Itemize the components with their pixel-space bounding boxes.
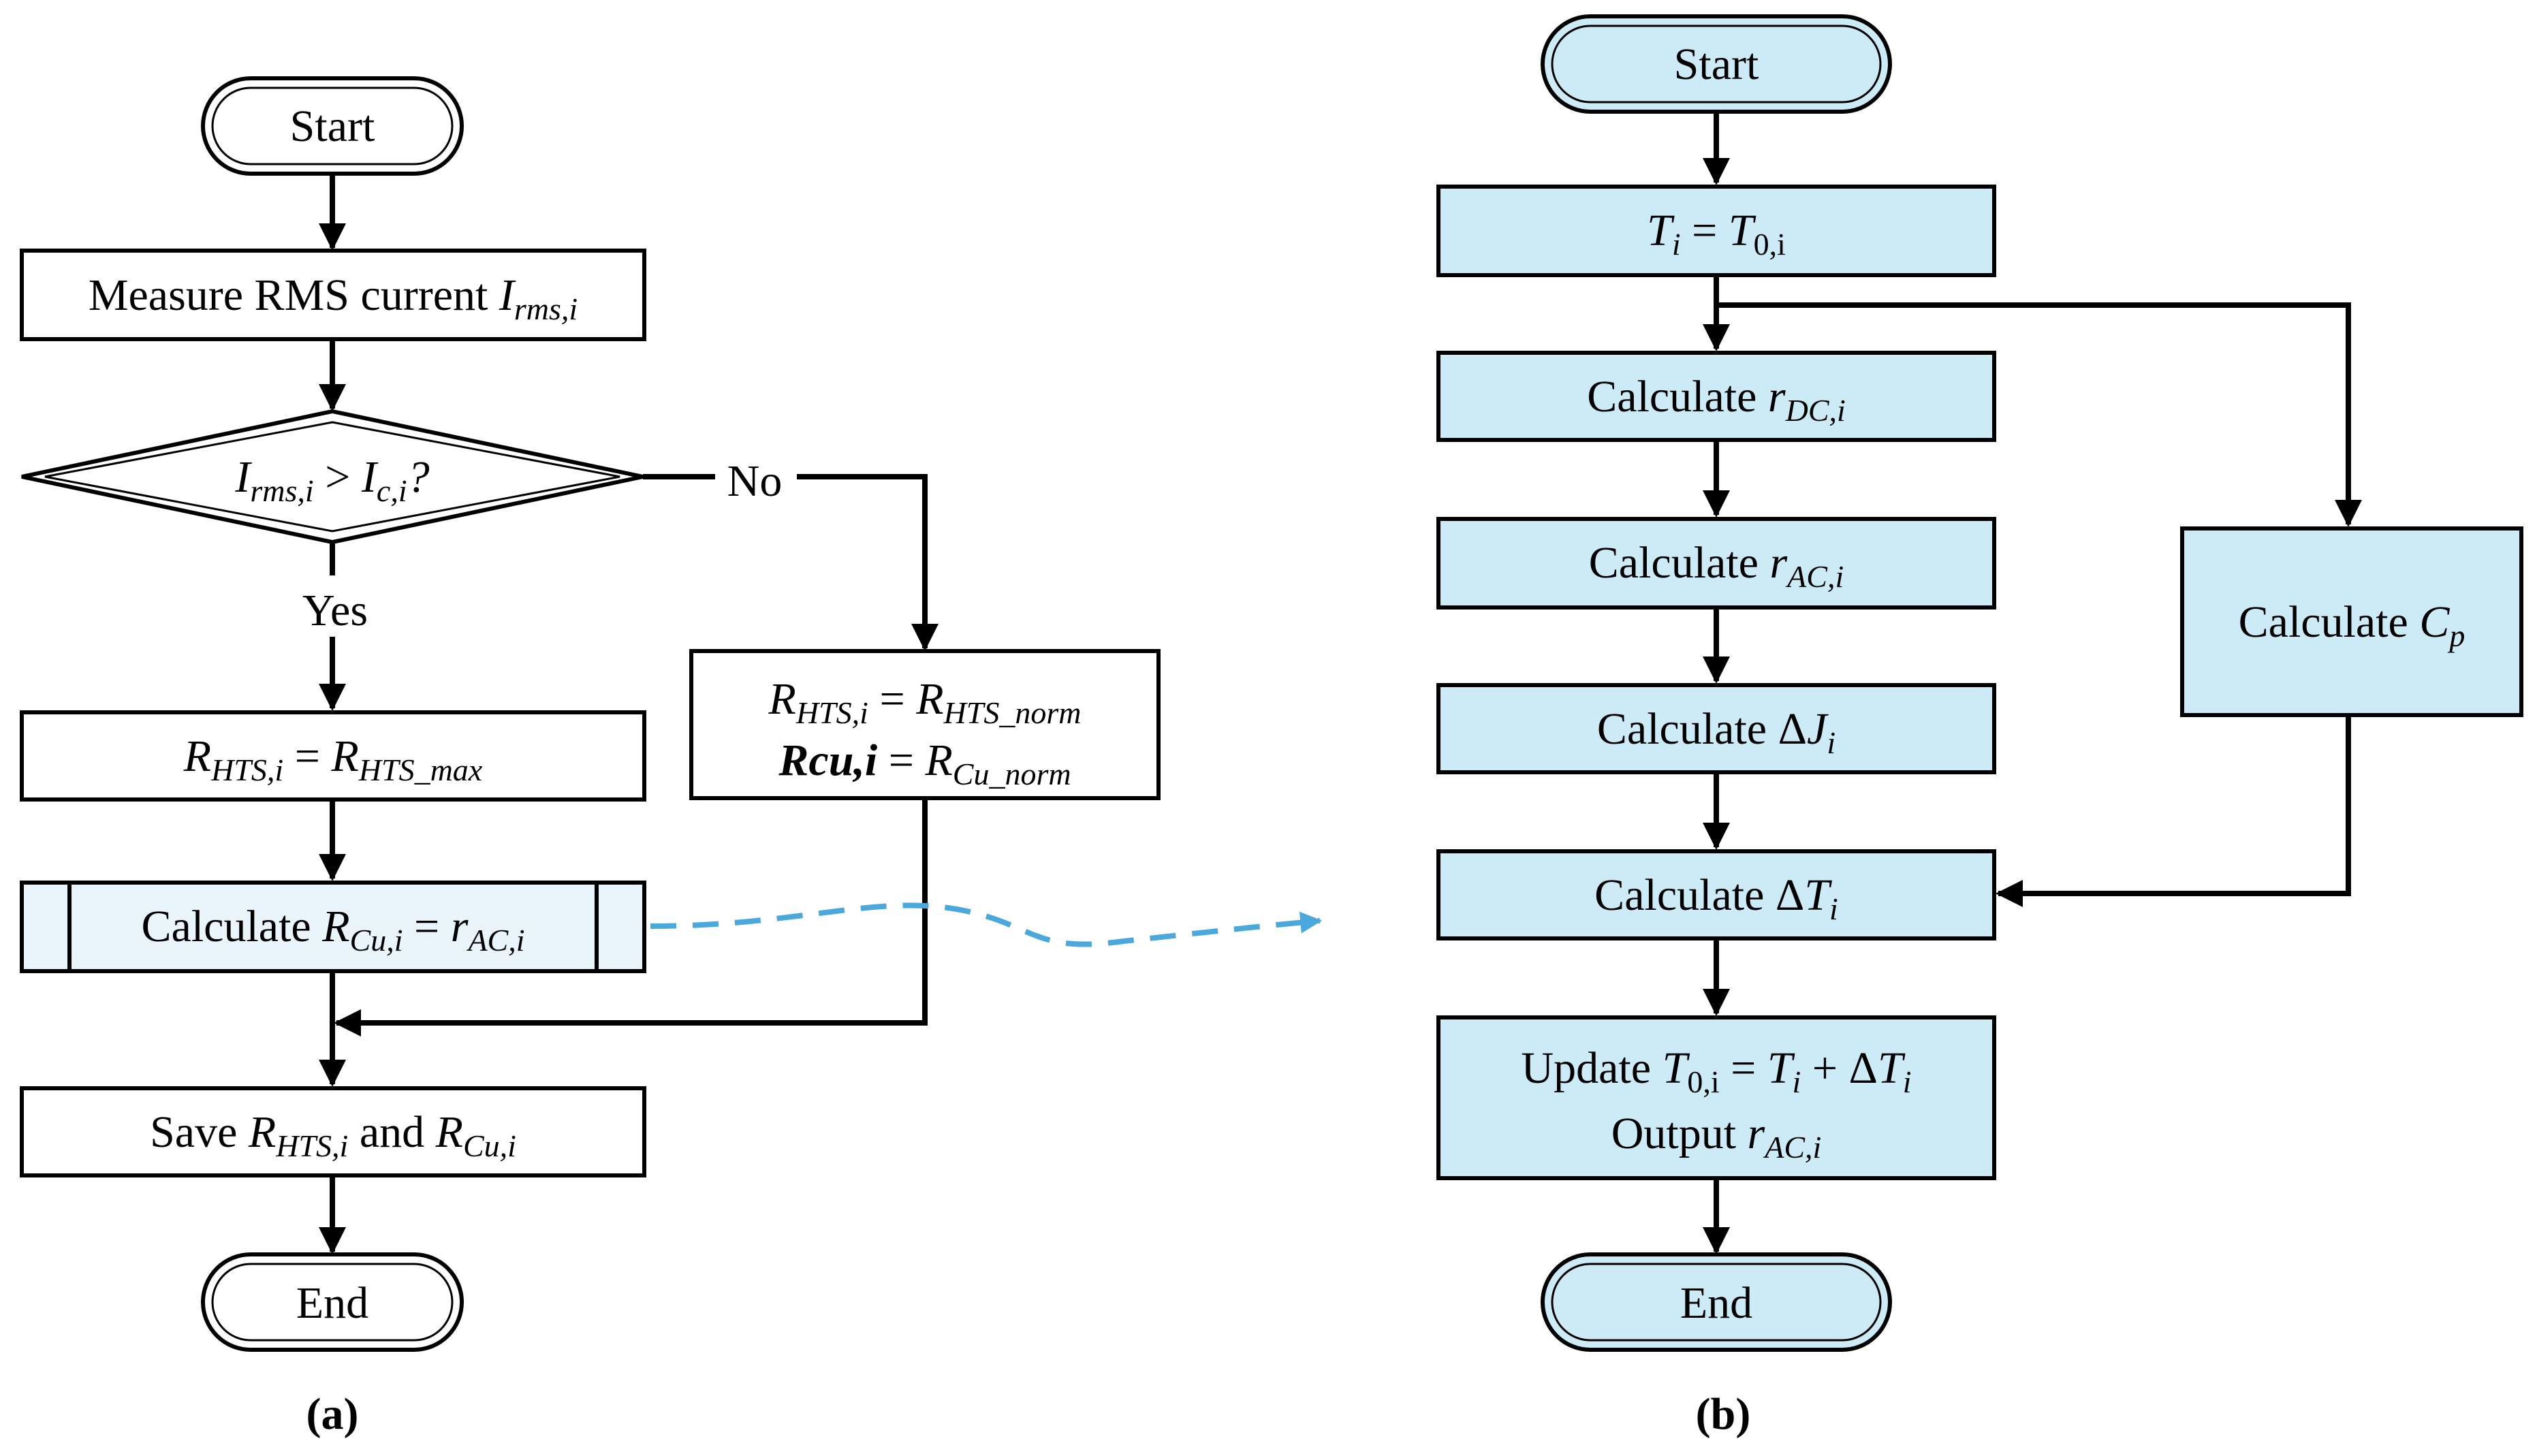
panel-b: Start Ti = T0,i Calculate rDC,i Calculat… (1436, 14, 2523, 1439)
measure-rms-box: Measure RMS current Irms,i (20, 249, 646, 341)
hts-max-label: RHTS,i = RHTS_max (183, 731, 483, 787)
calc-rcu-label: Calculate RCu,i = rAC,i (142, 902, 525, 958)
start-label-b: Start (1674, 39, 1759, 89)
calc-dj-label: Calculate ΔJi (1597, 704, 1835, 760)
end-terminator-a: End (201, 1252, 464, 1352)
caption-b: (b) (1696, 1389, 1751, 1439)
save-box: Save RHTS,i and RCu,i (20, 1086, 646, 1177)
calc-rcu-subroutine-box: Calculate RCu,i = rAC,i (20, 881, 646, 973)
no-label: No (727, 456, 783, 506)
measure-rms-label: Measure RMS current Irms,i (89, 270, 578, 326)
calc-dt-box: Calculate ΔTi (1436, 849, 1996, 940)
hts-norm-box: RHTS,i = RHTS_norm Rcu,i = RCu_norm (689, 649, 1161, 800)
hts-max-box: RHTS,i = RHTS_max (20, 710, 646, 802)
calc-dt-label: Calculate ΔTi (1594, 870, 1838, 926)
calc-rdc-box: Calculate rDC,i (1436, 351, 1996, 442)
hts-norm-label: RHTS,i = RHTS_norm (768, 674, 1082, 730)
yes-label: Yes (302, 586, 368, 635)
start-terminator-b: Start (1541, 14, 1892, 114)
arrow-to-cp (1716, 302, 2362, 527)
cu-norm-label: Rcu,i = RCu_norm (778, 735, 1071, 791)
dashed-link-arrow (650, 902, 1323, 947)
arrow-from-cp (1996, 715, 2351, 907)
update-output-box: Update T0,i = Ti + ΔTi Output rAC,i (1436, 1015, 1996, 1180)
calc-dj-box: Calculate ΔJi (1436, 683, 1996, 774)
panel-a: Start Measure RMS current Irms,i Irms,i … (20, 76, 1161, 1439)
init-box: Ti = T0,i (1436, 185, 1996, 277)
calc-rac-box: Calculate rAC,i (1436, 517, 1996, 610)
end-label-b: End (1680, 1278, 1752, 1328)
init-label: Ti = T0,i (1647, 206, 1786, 262)
start-label-a: Start (290, 101, 375, 151)
end-terminator-b: End (1541, 1252, 1892, 1352)
arrow-merge (334, 798, 928, 1036)
start-terminator-a: Start (201, 76, 464, 176)
yes-label-bg (279, 575, 388, 637)
calc-cp-box: Calculate Cp (2180, 526, 2523, 717)
decision-diamond: Irms,i > Ic,i? (21, 409, 644, 545)
caption-a: (a) (306, 1389, 359, 1439)
calc-cp-label: Calculate Cp (2239, 597, 2465, 653)
no-label-bg (715, 453, 797, 507)
decision-label: Irms,i > Ic,i? (234, 452, 429, 508)
end-label-a: End (296, 1278, 368, 1328)
